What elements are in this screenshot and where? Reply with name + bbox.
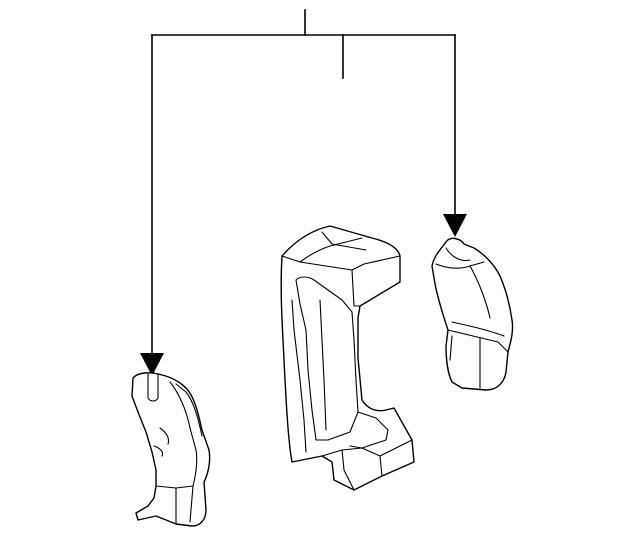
left-brake-pad-icon [131,372,211,527]
left-pad-arrow-icon [140,353,164,376]
right-pad-arrow-icon [443,214,467,237]
pad-kit-callout-lines [151,9,456,357]
right-brake-pad-icon [431,237,514,391]
caliper-bracket-icon [280,225,415,491]
